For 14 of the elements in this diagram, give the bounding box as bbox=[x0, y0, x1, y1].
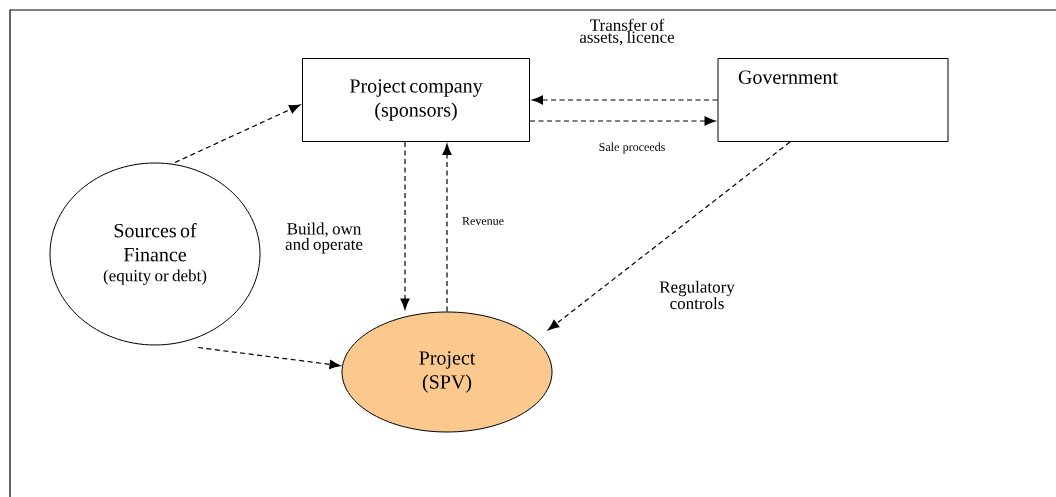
edge-label: Transfer of assets, licence bbox=[579, 18, 675, 46]
edge-label: Regulatory controls bbox=[659, 280, 735, 310]
arrow bbox=[197, 346, 341, 369]
edge-label: Sale proceeds bbox=[599, 142, 665, 154]
process-box: Government bbox=[717, 58, 949, 142]
arrow bbox=[531, 95, 719, 105]
edge-label: Build, own and operate bbox=[285, 222, 363, 254]
arrow bbox=[529, 116, 716, 126]
arrow bbox=[400, 141, 410, 310]
edge-label: Revenue bbox=[462, 217, 504, 225]
process-box: Project company (sponsors) bbox=[302, 58, 530, 142]
arrow bbox=[174, 104, 301, 164]
arrow bbox=[547, 141, 791, 331]
arrow bbox=[442, 143, 452, 313]
